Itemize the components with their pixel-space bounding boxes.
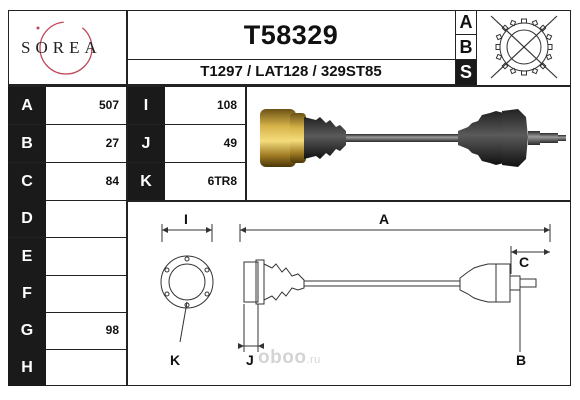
param-key: C — [8, 163, 46, 200]
part-number-cell: T58329 — [127, 10, 455, 60]
param-row-e: E — [8, 238, 127, 276]
no-abs-ring-icon — [490, 15, 558, 79]
watermark-suffix: .ru — [306, 354, 321, 366]
logo-ring-icon — [36, 21, 93, 75]
dim-label-j: J — [246, 352, 254, 368]
param-row-j: J 49 — [127, 125, 245, 163]
param-value: 27 — [105, 136, 119, 150]
abs-letter-s: S — [456, 60, 476, 85]
cross-reference-cell: T1297 / LAT128 / 329ST85 — [127, 60, 455, 85]
header-divider — [8, 85, 571, 87]
column-divider — [245, 87, 247, 201]
part-number: T58329 — [243, 20, 339, 50]
column-divider — [126, 10, 128, 386]
param-row-k: K 6TR8 — [127, 163, 245, 201]
param-key: E — [8, 238, 46, 275]
watermark: oboo.ru — [258, 347, 321, 369]
param-row-a: A 507 — [8, 87, 127, 125]
param-key: D — [8, 200, 46, 237]
param-key: B — [8, 125, 46, 162]
param-value: 507 — [98, 98, 119, 112]
param-row-b: B 27 — [8, 125, 127, 163]
param-row-g: G 98 — [8, 312, 127, 350]
param-row-c: C 84 — [8, 163, 127, 201]
dim-label-i: I — [184, 211, 188, 227]
watermark-text: oboo — [258, 347, 307, 368]
param-row-f: F — [8, 275, 127, 313]
param-key: A — [8, 87, 46, 124]
drive-shaft-photo — [260, 109, 566, 167]
param-key: J — [127, 125, 165, 162]
param-value: 49 — [223, 136, 237, 150]
param-key: F — [8, 275, 46, 312]
param-key: I — [127, 87, 165, 124]
logo-cell: SOREA — [8, 10, 127, 85]
cross-references: T1297 / LAT128 / 329ST85 — [200, 63, 382, 80]
photo-divider — [126, 200, 571, 202]
param-key: H — [8, 349, 46, 386]
logo-text: SOREA — [21, 38, 102, 57]
param-value: 108 — [216, 98, 237, 112]
dim-label-c: C — [519, 254, 529, 270]
technical-drawing: I A C K J B — [160, 211, 551, 368]
abs-column: A B S — [455, 10, 477, 85]
dim-label-k: K — [170, 352, 180, 368]
abs-letter-b: B — [456, 35, 476, 60]
param-value: 84 — [105, 174, 119, 188]
param-row-d: D — [8, 200, 127, 238]
dim-label-a: A — [379, 211, 389, 227]
param-row-i: I 108 — [127, 87, 245, 125]
param-value: 98 — [105, 323, 119, 337]
dim-label-b: B — [516, 352, 526, 368]
abs-letter-a: A — [456, 10, 476, 35]
param-key: G — [8, 312, 46, 349]
param-key: K — [127, 163, 165, 200]
param-value: 6TR8 — [207, 174, 237, 188]
param-row-h: H — [8, 349, 127, 387]
